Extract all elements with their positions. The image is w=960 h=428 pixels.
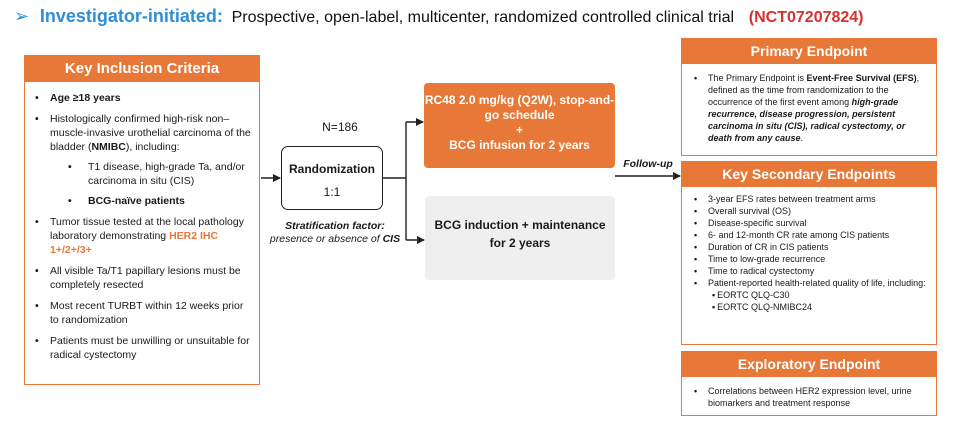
secondary-item: Time to low-grade recurrence xyxy=(694,253,932,265)
inclusion-criteria-header: Key Inclusion Criteria xyxy=(25,56,259,82)
criterion-bcg-naive: BCG-naïve patients xyxy=(64,194,253,208)
primary-endpoint-text: The Primary Endpoint is Event-Free Survi… xyxy=(682,64,936,144)
title-lead: Investigator-initiated: xyxy=(39,6,223,26)
primary-endpoint-panel: Primary Endpoint The Primary Endpoint is… xyxy=(681,38,937,156)
criterion-tissue: Tumor tissue tested at the local patholo… xyxy=(33,215,253,257)
sample-size-label: N=186 xyxy=(322,120,358,134)
secondary-item: Overall survival (OS) xyxy=(694,205,932,217)
histology-text-a: Histologically confirmed high-risk non–m… xyxy=(50,113,251,153)
page-title: ➢ Investigator-initiated: Prospective, o… xyxy=(14,6,954,32)
primary-text-a: The Primary Endpoint is xyxy=(708,73,807,83)
histology-text-b: ), including: xyxy=(125,141,180,153)
inclusion-criteria-panel: Key Inclusion Criteria Age ≥18 years His… xyxy=(24,55,260,385)
control-arm-box: BCG induction + maintenance for 2 years xyxy=(425,196,615,280)
histology-sub-list: T1 disease, high-grade Ta, and/or carcin… xyxy=(50,160,253,208)
her2-status: HER2 IHC 1+/2+/3+ xyxy=(50,230,219,256)
experimental-arm-box: RC48 2.0 mg/kg (Q2W), stop-and-go schedu… xyxy=(424,83,615,168)
stratification-text: presence or absence of xyxy=(269,233,383,245)
qol-instrument: EORTC QLQ-C30 xyxy=(712,289,936,301)
secondary-item: Time to radical cystectomy xyxy=(694,265,932,277)
qol-instruments-list: EORTC QLQ-C30 EORTC QLQ-NMIBC24 xyxy=(682,289,936,313)
arm2-regimen: BCG induction + maintenance for 2 years xyxy=(434,218,606,250)
criterion-lesions: All visible Ta/T1 papillary lesions must… xyxy=(33,264,253,292)
stratification-note: Stratification factor: presence or absen… xyxy=(262,220,408,246)
exploratory-endpoint-header: Exploratory Endpoint xyxy=(682,352,936,377)
secondary-item: 3-year EFS rates between treatment arms xyxy=(694,193,932,205)
criterion-cystectomy: Patients must be unwilling or unsuitable… xyxy=(33,334,253,362)
randomization-box: Randomization 1:1 xyxy=(281,146,383,210)
arm1-plus: + xyxy=(515,123,523,137)
histology-nmibc: NMIBC xyxy=(91,141,126,153)
criterion-turbt: Most recent TURBT within 12 weeks prior … xyxy=(33,299,253,327)
title-description: Prospective, open-label, multicenter, ra… xyxy=(231,9,735,26)
arm1-bcg: BCG infusion for 2 years xyxy=(449,138,590,152)
primary-events: high-grade recurrence, disease progressi… xyxy=(708,97,906,143)
exploratory-endpoint-text: Correlations between HER2 expression lev… xyxy=(682,377,936,409)
stratification-cis: CIS xyxy=(382,233,401,245)
follow-up-label: Follow-up xyxy=(623,158,673,170)
qol-instrument: EORTC QLQ-NMIBC24 xyxy=(712,301,936,313)
criterion-histology: Histologically confirmed high-risk non–m… xyxy=(33,112,253,208)
secondary-endpoints-panel: Key Secondary Endpoints 3-year EFS rates… xyxy=(681,161,937,345)
secondary-item: Patient-reported health-related quality … xyxy=(694,277,932,289)
criterion-stage: T1 disease, high-grade Ta, and/or carcin… xyxy=(64,160,253,188)
arrow-bullet-icon: ➢ xyxy=(14,6,30,26)
secondary-item: 6- and 12-month CR rate among CIS patien… xyxy=(694,229,932,241)
secondary-endpoints-list: 3-year EFS rates between treatment arms … xyxy=(682,187,936,289)
randomization-title: Randomization xyxy=(289,162,375,176)
arm1-regimen: RC48 2.0 mg/kg (Q2W), stop-and-go schedu… xyxy=(424,93,615,122)
tissue-text: Tumor tissue tested at the local patholo… xyxy=(50,216,244,242)
inclusion-criteria-list: Age ≥18 years Histologically confirmed h… xyxy=(25,82,259,362)
exploratory-endpoint-panel: Exploratory Endpoint Correlations betwee… xyxy=(681,351,937,416)
primary-text-c: . xyxy=(800,133,804,143)
secondary-endpoints-header: Key Secondary Endpoints xyxy=(682,162,936,187)
primary-endpoint-header: Primary Endpoint xyxy=(682,39,936,64)
secondary-item: Duration of CR in CIS patients xyxy=(694,241,932,253)
secondary-item: Disease-specific survival xyxy=(694,217,932,229)
nct-id: (NCT07207824) xyxy=(748,9,864,26)
primary-text-b: , defined as the time from randomization… xyxy=(708,73,920,107)
primary-efs: Event-Free Survival (EFS) xyxy=(806,73,917,83)
stratification-label: Stratification factor: xyxy=(285,220,385,232)
criterion-age: Age ≥18 years xyxy=(33,91,253,105)
randomization-ratio: 1:1 xyxy=(323,185,341,199)
